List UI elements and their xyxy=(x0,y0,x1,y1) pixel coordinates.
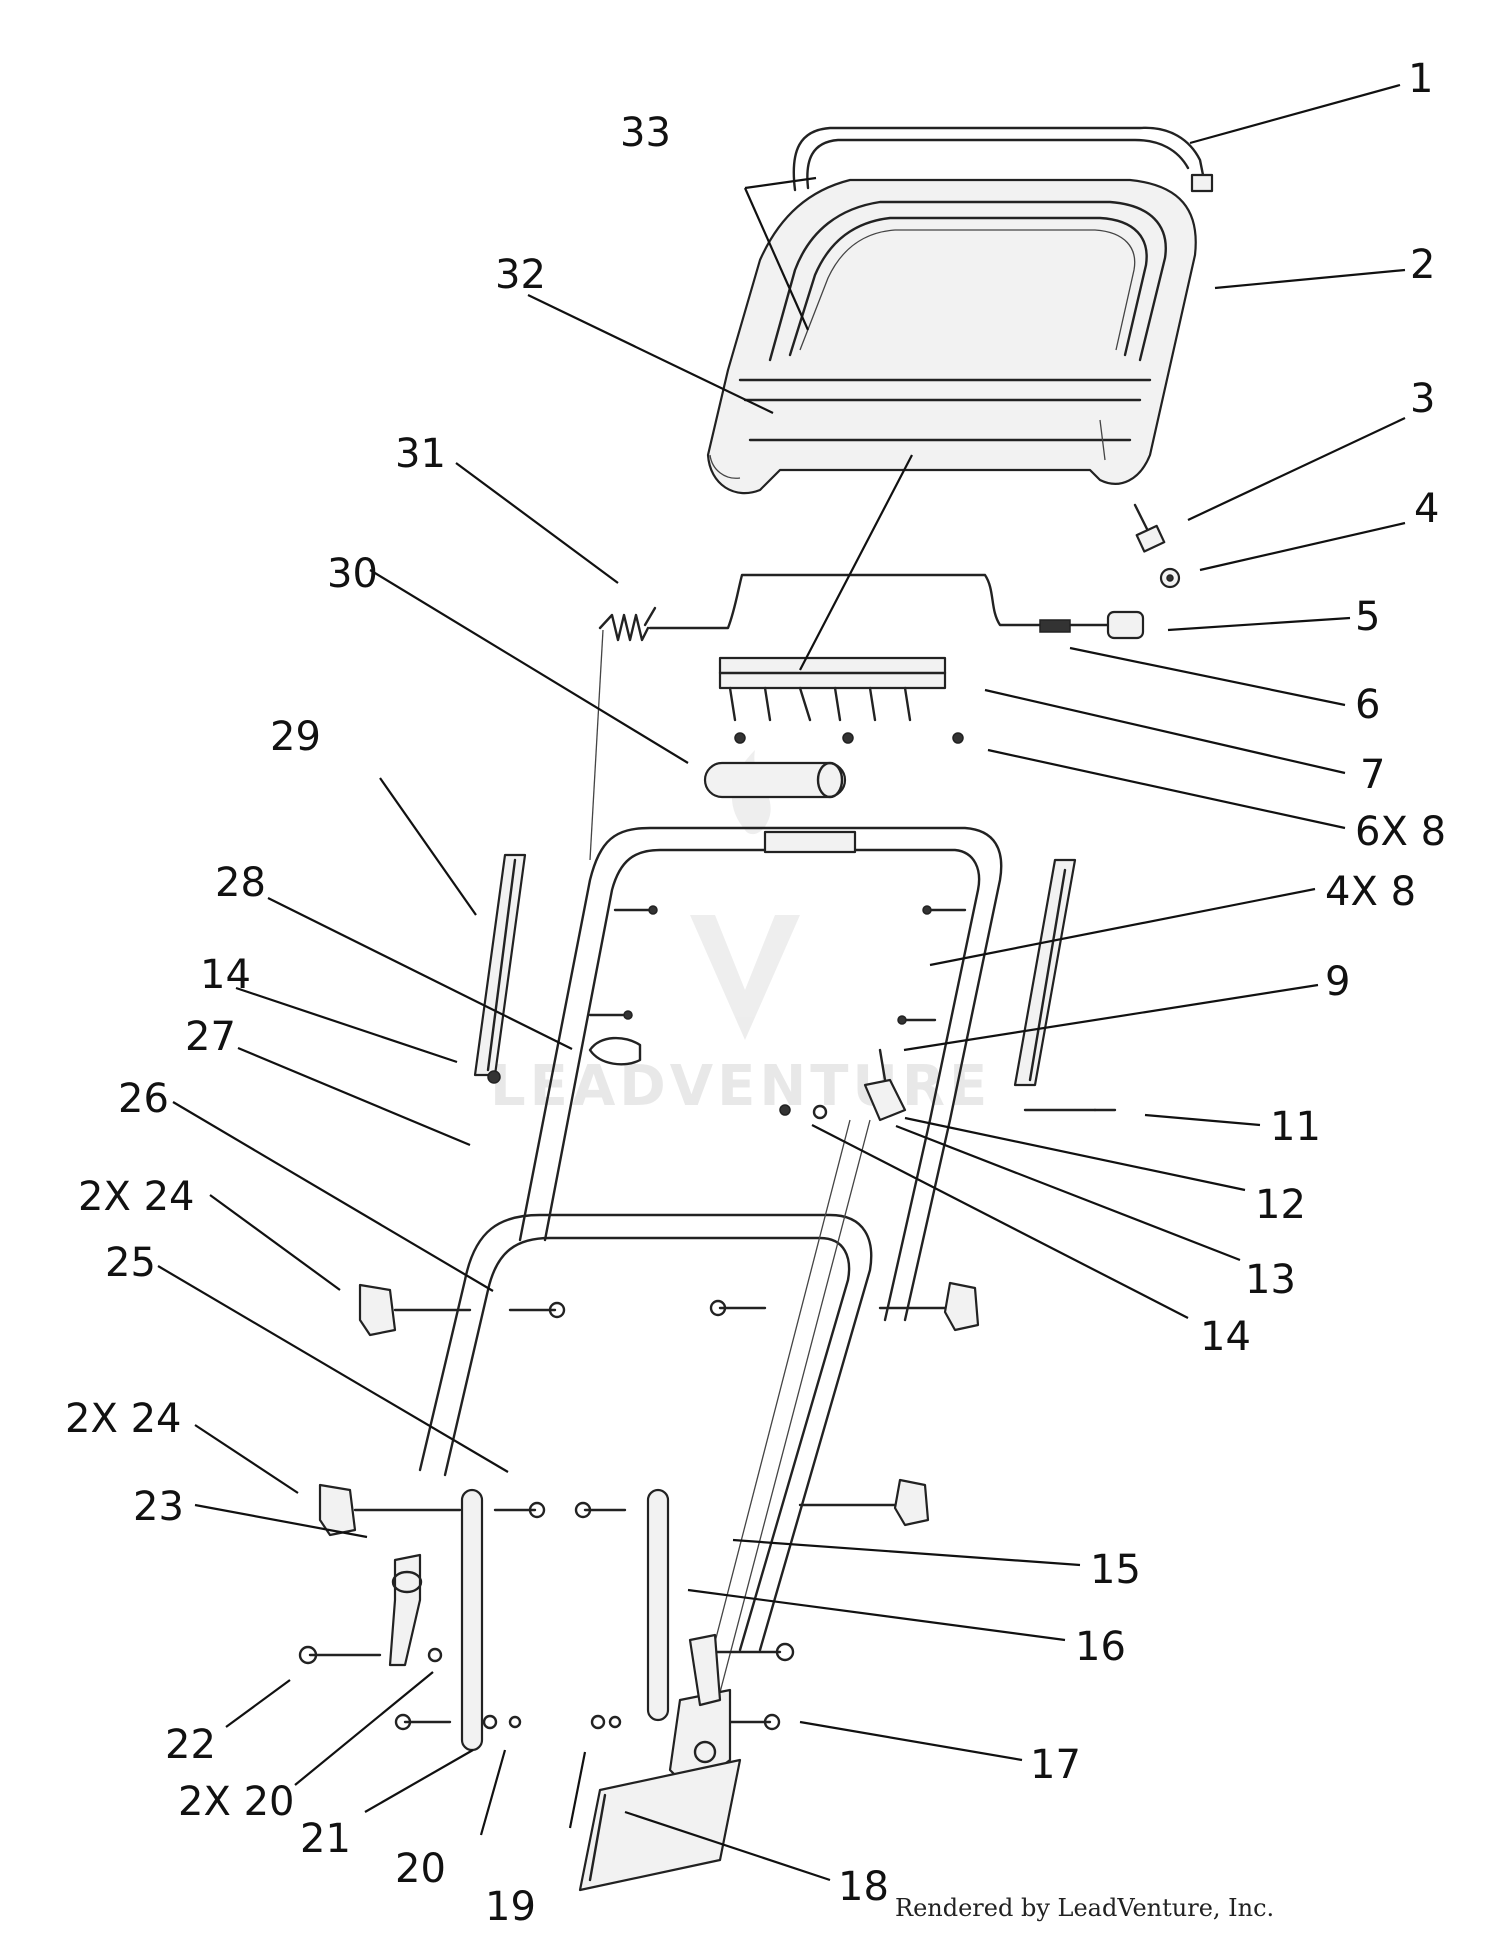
link-left xyxy=(460,1488,484,1752)
bail-handle xyxy=(792,126,1214,193)
knob-24-upper-right xyxy=(878,1281,980,1332)
watermark-text: LEADVENTURE xyxy=(490,1054,991,1119)
knob-24-lower-right xyxy=(798,1478,930,1527)
callout-2x24-upper: 2X 24 xyxy=(78,1174,194,1220)
handle-console xyxy=(706,178,1197,495)
link-16 xyxy=(646,1488,670,1722)
callout-14-left: 14 xyxy=(200,952,251,998)
callout-3: 3 xyxy=(1410,376,1435,422)
callout-9: 9 xyxy=(1325,959,1350,1005)
knob-24-upper-left xyxy=(358,1283,472,1337)
callout-25: 25 xyxy=(105,1240,156,1286)
callout-18: 18 xyxy=(838,1864,889,1910)
callout-22: 22 xyxy=(165,1722,216,1768)
clip-28 xyxy=(588,1036,642,1066)
callout-31: 31 xyxy=(395,431,446,477)
callout-2x24-lower: 2X 24 xyxy=(65,1396,181,1442)
callout-7: 7 xyxy=(1360,752,1385,798)
callout-14-right: 14 xyxy=(1200,1314,1251,1360)
deck-bracket-18 xyxy=(578,1758,742,1892)
callout-13: 13 xyxy=(1245,1257,1296,1303)
callout-2: 2 xyxy=(1410,242,1435,288)
knob-24-lower-left xyxy=(318,1483,462,1537)
callout-23: 23 xyxy=(133,1484,184,1530)
rail-29 xyxy=(473,853,527,1077)
upper-handle-frame xyxy=(518,826,1003,1322)
control-bar-wire xyxy=(648,573,1145,640)
callout-1: 1 xyxy=(1408,56,1433,102)
lower-handle-frame xyxy=(418,1119,873,1701)
callout-15: 15 xyxy=(1090,1547,1141,1593)
callout-30: 30 xyxy=(327,551,378,597)
callout-27: 27 xyxy=(185,1014,236,1060)
rail-right xyxy=(1013,858,1077,1087)
watermark-logo: LEADVENTURE xyxy=(490,750,991,1119)
callout-2x20: 2X 20 xyxy=(178,1779,294,1825)
callout-11: 11 xyxy=(1270,1104,1321,1150)
screws xyxy=(588,905,967,1025)
callout-4: 4 xyxy=(1414,486,1439,532)
callout-19: 19 xyxy=(485,1884,536,1930)
callout-32: 32 xyxy=(495,252,546,298)
bolt-3 xyxy=(1133,503,1166,553)
callout-26: 26 xyxy=(118,1076,169,1122)
leader-lines xyxy=(157,83,1406,1882)
bottom-bolts xyxy=(298,1642,795,1731)
callout-20: 20 xyxy=(395,1846,446,1892)
cable-guide-9 xyxy=(779,1048,1117,1122)
lever-23 xyxy=(388,1553,423,1667)
bolts-25-26 xyxy=(493,1299,767,1519)
callout-33: 33 xyxy=(620,110,671,156)
callout-4x8: 4X 8 xyxy=(1325,869,1416,915)
nut-4 xyxy=(1159,567,1181,589)
callout-17: 17 xyxy=(1030,1742,1081,1788)
grip-30 xyxy=(703,761,847,799)
callout-28: 28 xyxy=(215,860,266,906)
bracket-7 xyxy=(718,656,964,744)
callout-6: 6 xyxy=(1355,682,1380,728)
callout-12: 12 xyxy=(1255,1182,1306,1228)
callout-6x8: 6X 8 xyxy=(1355,809,1446,855)
callout-labels: 1 2 3 4 5 6 7 6X 8 4X 8 9 11 12 13 14 15… xyxy=(65,56,1446,1930)
rendered-by-credit: Rendered by LeadVenture, Inc. xyxy=(895,1894,1274,1922)
callout-29: 29 xyxy=(270,714,321,760)
nut-14-left xyxy=(487,1070,501,1084)
callout-21: 21 xyxy=(300,1816,351,1862)
callout-16: 16 xyxy=(1075,1624,1126,1670)
callout-5: 5 xyxy=(1355,594,1380,640)
spring-31 xyxy=(589,606,657,861)
